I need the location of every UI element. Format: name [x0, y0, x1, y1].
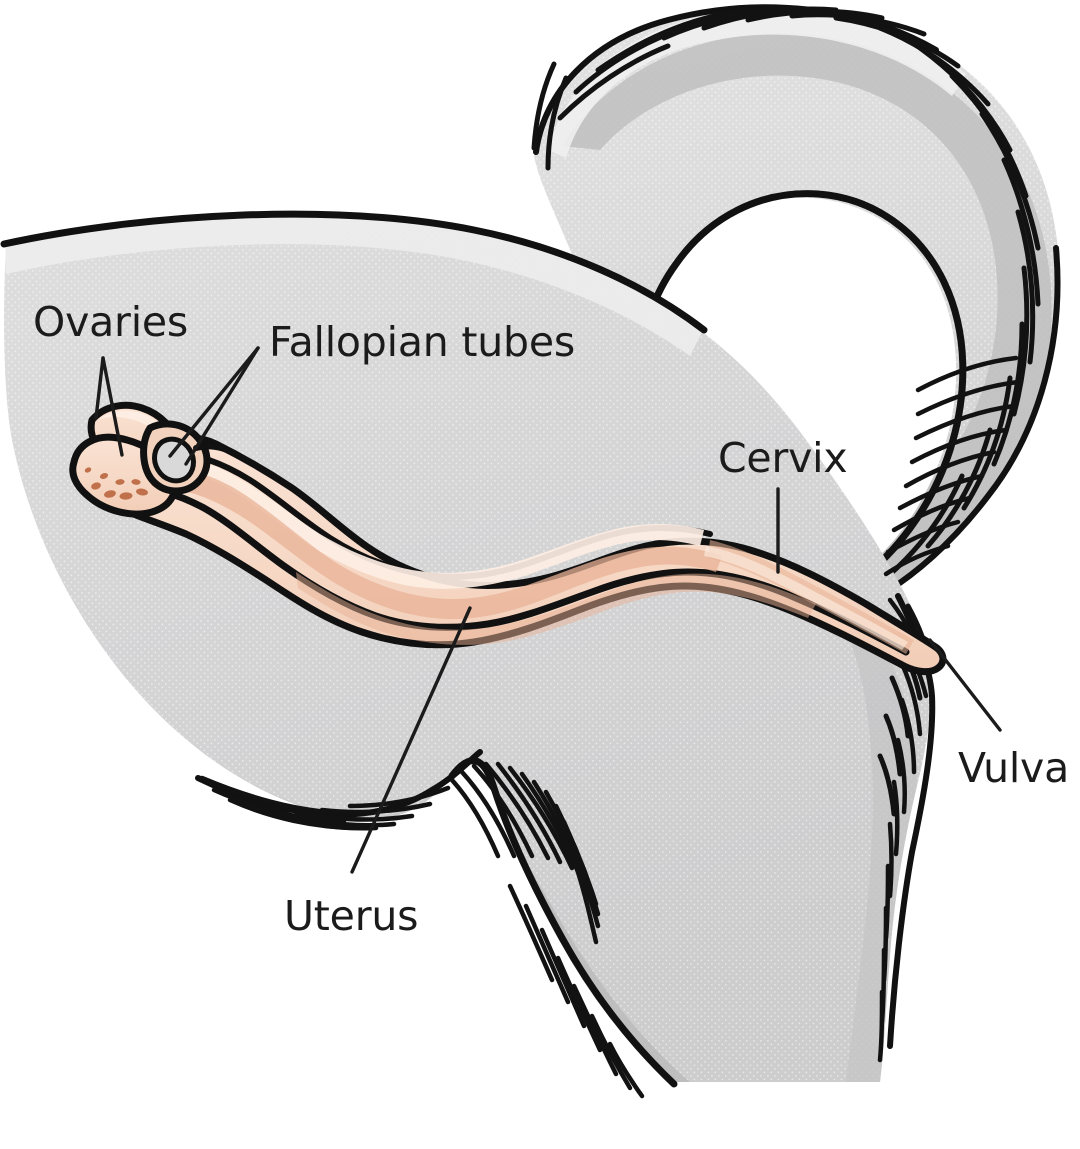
fallopian-tube-lumen	[152, 436, 196, 484]
leader-ovaries-b	[94, 356, 105, 420]
leader-vulva	[928, 638, 1002, 732]
leader-uterus	[350, 606, 472, 874]
label-ovaries: Ovaries	[33, 298, 188, 346]
body-outline-leg-front	[448, 757, 678, 1088]
label-cervix: Cervix	[718, 434, 847, 482]
label-vulva: Vulva	[958, 744, 1069, 792]
rump-fur-hatching	[877, 355, 1021, 1063]
label-fallopian-tubes: Fallopian tubes	[269, 318, 575, 366]
tail-highlight	[548, 7, 966, 159]
leader-lines	[94, 346, 1002, 874]
uterine-fold-shading	[178, 470, 722, 620]
tail-fur-hatching	[531, 5, 1041, 579]
fallopian-tube-neck	[193, 443, 241, 459]
leader-ovaries-a	[101, 356, 124, 457]
leader-fallopian-b	[184, 346, 260, 466]
uterine-horn-highlight	[154, 456, 704, 589]
leader-fallopian-a	[168, 346, 260, 458]
labels-group: Ovaries Fallopian tubes Cervix Vulva Ute…	[33, 298, 1069, 940]
tail-inner-shadow	[562, 33, 1052, 592]
body-top-highlight	[4, 217, 702, 356]
uterine-lower-shading	[296, 572, 816, 645]
ovary-stipple	[84, 467, 161, 500]
leg-hatching	[449, 761, 645, 1099]
flank-fur-hatching	[199, 775, 451, 831]
cervix-highlight	[704, 546, 908, 650]
rump-shadow	[846, 610, 917, 1082]
label-uterus: Uterus	[284, 892, 418, 940]
tail-outline-right	[883, 245, 1061, 595]
body-outline-top	[0, 210, 708, 334]
